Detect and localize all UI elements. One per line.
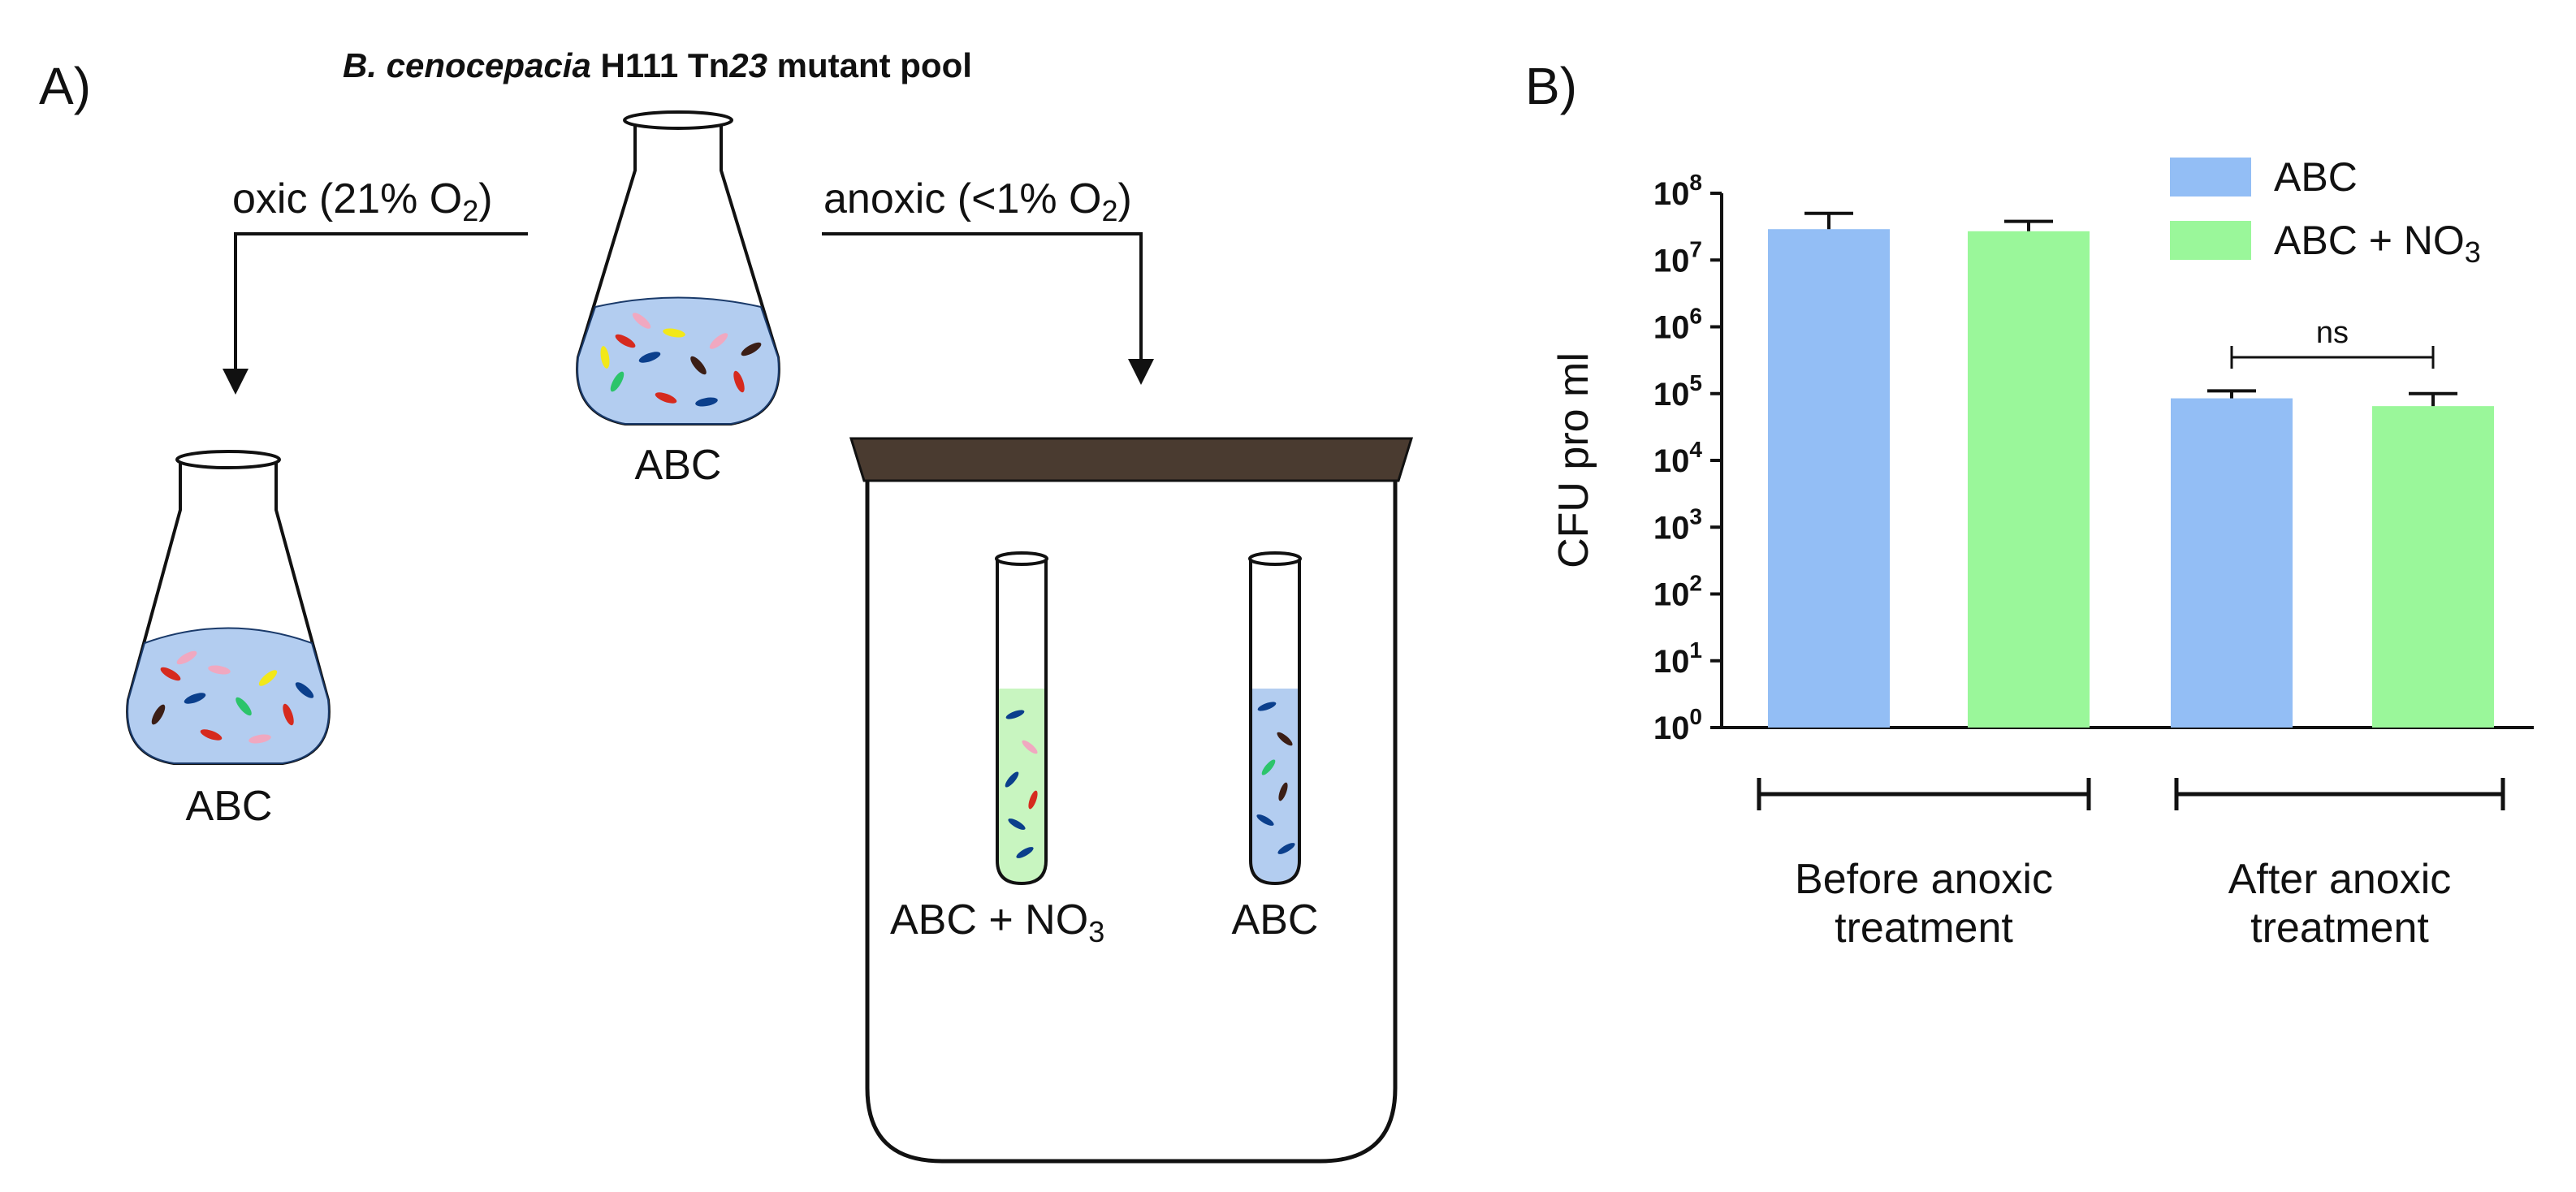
y-tick-label: 104 xyxy=(1653,437,1703,479)
y-axis-label: CFU pro ml xyxy=(1550,352,1597,568)
y-tick-label: 100 xyxy=(1653,704,1702,746)
bacteria-cluster xyxy=(600,313,762,407)
title-strain: H111 Tn xyxy=(591,46,729,84)
legend-swatch-abc xyxy=(2170,158,2251,197)
significance-label: ns xyxy=(2316,316,2349,350)
group-label-line2: treatment xyxy=(2250,905,2429,952)
anoxic-arrow xyxy=(822,232,1154,385)
legend-swatch-abc-no3 xyxy=(2170,221,2251,260)
bar-abc-no3-group-2 xyxy=(2372,406,2494,728)
center-flask-label: ABC xyxy=(635,442,722,489)
y-tick-label: 105 xyxy=(1653,370,1702,412)
left-flask xyxy=(126,450,331,765)
bar-abc-no3-group-1 xyxy=(1968,231,2090,728)
panel-a-label: A) xyxy=(39,57,91,115)
center-flask xyxy=(576,110,780,425)
y-tick-label: 107 xyxy=(1653,236,1702,279)
oxic-label: oxic (21% O2) xyxy=(232,175,493,227)
group-label-line1: Before anoxic xyxy=(1795,856,2053,903)
anaerobic-jar xyxy=(849,437,1414,1164)
jar-lid xyxy=(849,437,1414,482)
title-end: mutant pool xyxy=(767,46,972,84)
bar-abc-group-1 xyxy=(1768,229,1890,728)
y-tick-label: 102 xyxy=(1653,571,1702,613)
bacteria-cluster xyxy=(151,650,314,744)
title-species: B. cenocepacia xyxy=(343,46,591,84)
y-tick-label: 103 xyxy=(1653,503,1702,546)
anoxic-label: anoxic (<1% O2) xyxy=(823,175,1132,227)
tube-no3-label: ABC + NO3 xyxy=(890,896,1104,948)
group-label-line1: After anoxic xyxy=(2228,856,2452,903)
oxic-arrow xyxy=(223,232,528,395)
tube-abc-label: ABC xyxy=(1232,896,1319,944)
y-tick-label: 108 xyxy=(1653,170,1702,212)
y-tick-label: 101 xyxy=(1653,637,1702,680)
bar-abc-group-2 xyxy=(2171,398,2293,728)
left-flask-label: ABC xyxy=(186,783,273,830)
panel-a-title: B. cenocepacia H111 Tn23 mutant pool xyxy=(343,46,972,84)
title-transposon-number: 23 xyxy=(728,46,767,84)
test-tube-abc xyxy=(1248,551,1302,886)
legend-label-abc-no3: ABC + NO3 xyxy=(2274,218,2481,269)
legend-label-abc: ABC xyxy=(2274,154,2358,200)
jar-body xyxy=(865,481,1398,1164)
y-tick-label: 106 xyxy=(1653,304,1702,346)
group-label-line2: treatment xyxy=(1835,905,2013,952)
panel-b-label: B) xyxy=(1525,57,1577,115)
test-tube-no3 xyxy=(995,551,1048,886)
